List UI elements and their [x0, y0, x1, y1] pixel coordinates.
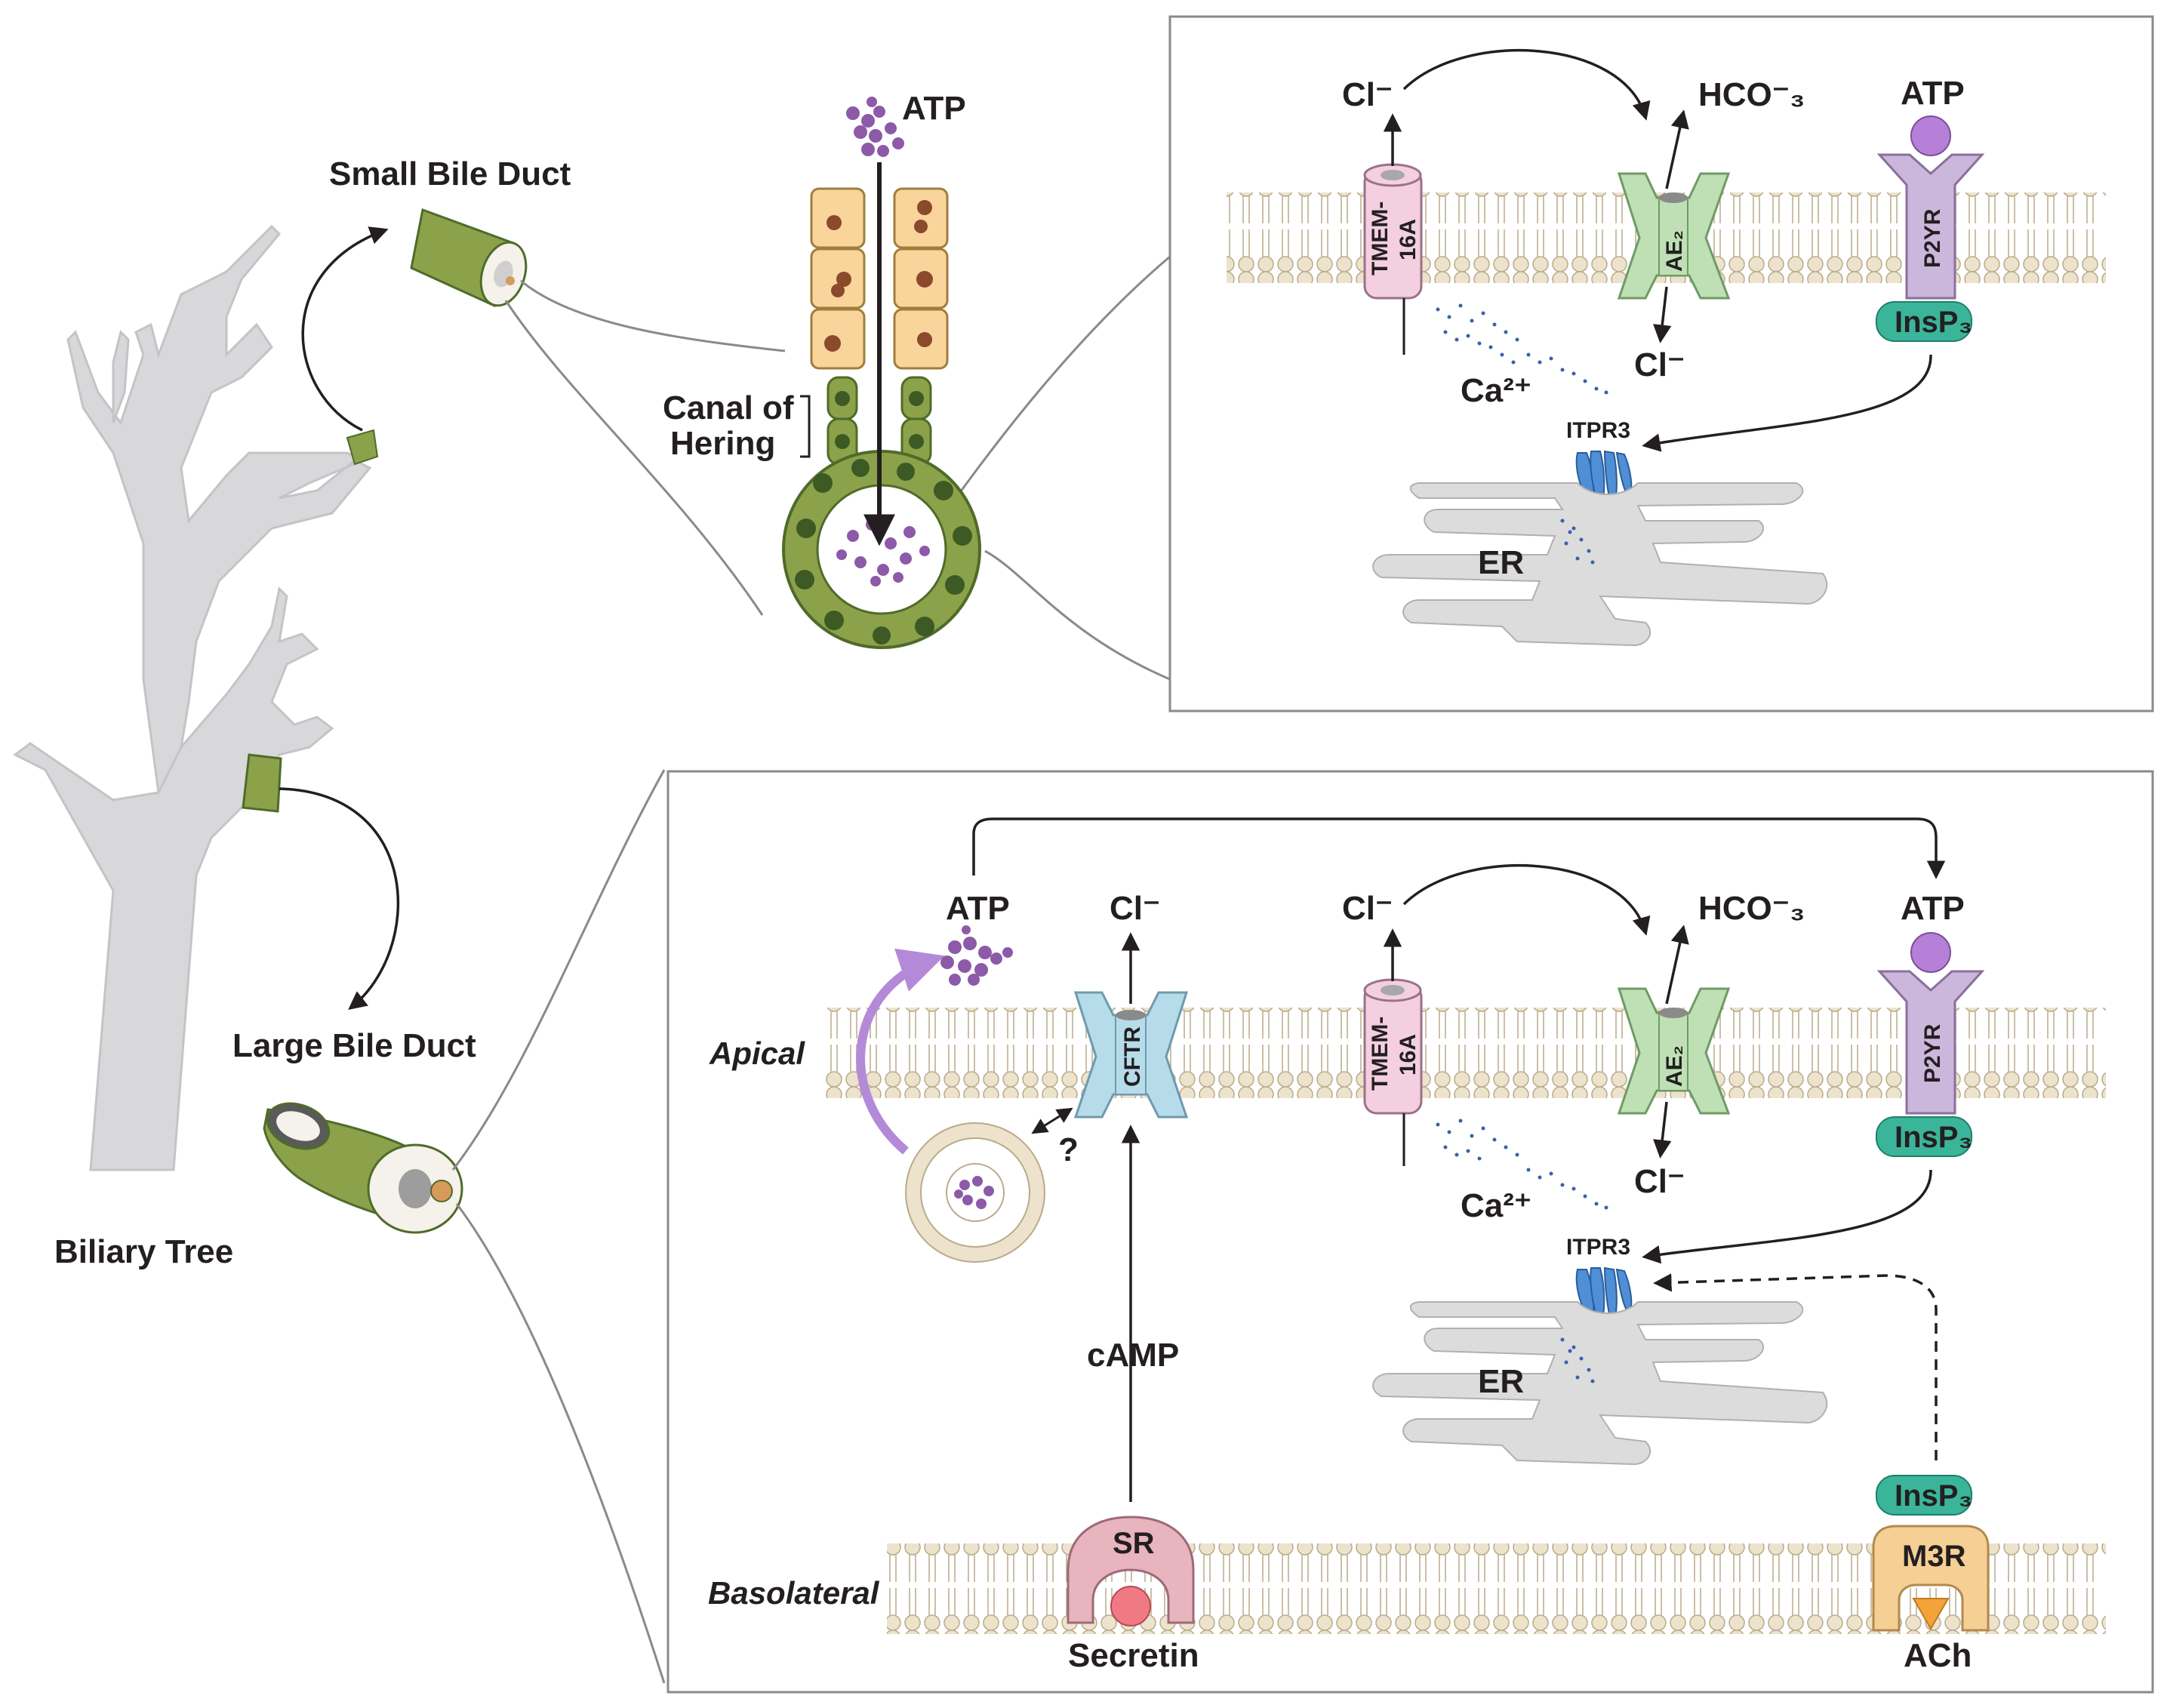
top-itpr3: ITPR3 — [1566, 418, 1630, 443]
bottom-hco3: HCO⁻₃ — [1698, 890, 1805, 927]
bottom-insp3-bottom-badge — [1876, 1475, 1972, 1516]
sr-label: SR — [1113, 1527, 1155, 1560]
small-bile-duct-label: Small Bile Duct — [329, 155, 571, 192]
m3r-receptor: M3R — [1872, 1525, 1990, 1632]
top-p2yr-label: P2YR — [1920, 208, 1945, 268]
large-bile-duct: Large Bile Duct — [232, 1027, 476, 1234]
bottom-tmem-label-2: 16A — [1396, 1034, 1421, 1076]
bottom-p2yr-label: P2YR — [1920, 1023, 1945, 1083]
top-er-label: ER — [1478, 544, 1524, 581]
bottom-p2yr-receptor: P2YR — [1876, 932, 1985, 1115]
secretin-label: Secretin — [1068, 1637, 1199, 1674]
biliary-tree-label: Biliary Tree — [54, 1233, 233, 1270]
top-panel: TMEM- 16A Cl⁻ AE₂ HCO⁻₃ Cl⁻ P2YR ATP Ins… — [1168, 15, 2154, 712]
top-insp3: InsP₃ — [1895, 306, 1972, 339]
hepatocytes — [810, 187, 949, 370]
connector-lines — [451, 255, 1171, 1684]
canal-line1: Canal of — [663, 389, 794, 426]
atp-cluster-left — [846, 97, 904, 157]
bottom-cl-cftr: Cl⁻ — [1110, 890, 1160, 927]
top-hco3: HCO⁻₃ — [1698, 76, 1805, 113]
top-p2yr-receptor: P2YR — [1876, 115, 1985, 300]
large-bile-duct-label: Large Bile Duct — [232, 1027, 476, 1064]
top-ae2-label: AE₂ — [1662, 230, 1687, 272]
top-cl-inner: Cl⁻ — [1634, 346, 1685, 383]
top-ca-cloud — [1436, 303, 1608, 395]
top-cl-apical: Cl⁻ — [1342, 76, 1393, 113]
cftr-channel: CFTR — [1073, 991, 1189, 1119]
bottom-ae2-exchanger: AE₂ — [1617, 987, 1731, 1115]
canal-cells — [827, 376, 932, 466]
bottom-ae2-label: AE₂ — [1662, 1045, 1687, 1087]
biliary-tree: Biliary Tree — [13, 224, 379, 1270]
canal-line2: Hering — [670, 425, 775, 462]
top-ca: Ca²⁺ — [1461, 372, 1531, 409]
bottom-cl-apical: Cl⁻ — [1342, 890, 1393, 927]
top-er — [1372, 482, 1828, 647]
apical-label: Apical — [709, 1036, 805, 1071]
ach-label: ACh — [1904, 1637, 1972, 1674]
bottom-tmem-label-1: TMEM- — [1368, 1017, 1393, 1091]
ductule-illustration: ATP Canal of Hering — [663, 90, 981, 649]
basolateral-label: Basolateral — [708, 1575, 880, 1611]
cftr-label: CFTR — [1120, 1026, 1145, 1087]
atp-label-left: ATP — [902, 90, 966, 127]
small-bile-duct: Small Bile Duct — [329, 155, 571, 308]
bottom-cl-inner: Cl⁻ — [1634, 1163, 1685, 1200]
atp-vesicle — [905, 1122, 1045, 1263]
top-ae2-exchanger: AE₂ — [1617, 172, 1731, 300]
bottom-apical-membrane — [823, 1008, 2106, 1098]
question-mark: ? — [1058, 1131, 1079, 1168]
bottom-insp3-bottom: InsP₃ — [1895, 1479, 1972, 1513]
bottom-insp3-top: InsP₃ — [1895, 1121, 1972, 1154]
bottom-atp-left: ATP — [946, 890, 1010, 927]
top-atp: ATP — [1901, 75, 1965, 112]
bottom-atp-right: ATP — [1901, 890, 1965, 927]
bottom-tmem16a-channel: TMEM- 16A — [1363, 978, 1423, 1166]
large-duct-arrow — [279, 787, 399, 1011]
bottom-panel: Apical Basolateral ATP ? — [666, 770, 2154, 1694]
top-tmem-label-2: 16A — [1396, 219, 1421, 260]
top-insp3-badge — [1876, 301, 1972, 342]
top-tmem-label-1: TMEM- — [1368, 202, 1393, 275]
small-duct-arrow — [301, 226, 389, 432]
camp-label: cAMP — [1087, 1337, 1179, 1374]
top-tmem16a-channel: TMEM- 16A — [1363, 163, 1423, 355]
bottom-insp3-top-badge — [1876, 1116, 1972, 1157]
bottom-ca: Ca²⁺ — [1461, 1187, 1531, 1224]
atp-cluster-bottom — [940, 925, 1013, 986]
bottom-er-label: ER — [1478, 1363, 1524, 1400]
sr-receptor: SR — [1067, 1516, 1195, 1626]
bottom-ca-cloud — [1436, 1119, 1608, 1210]
bottom-er — [1372, 1301, 1828, 1466]
m3r-label: M3R — [1902, 1540, 1966, 1573]
bottom-itpr3: ITPR3 — [1566, 1235, 1630, 1260]
